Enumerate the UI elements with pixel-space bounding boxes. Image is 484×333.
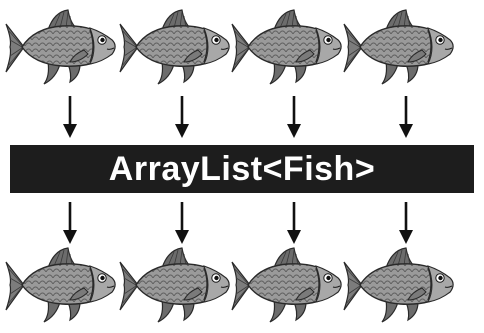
arrow-row-top: [0, 94, 484, 140]
arrow-down-icon: [396, 94, 416, 140]
fish-row-bottom: [0, 238, 484, 333]
fish-icon: [4, 4, 122, 90]
fish-icon: [118, 4, 236, 90]
fish-icon: [230, 4, 348, 90]
arrow-down-icon: [60, 94, 80, 140]
fish-icon: [230, 242, 348, 328]
arrow-down-icon: [284, 94, 304, 140]
fish-icon: [342, 4, 460, 90]
arraylist-label: ArrayList<Fish>: [108, 149, 376, 188]
fish-row-top: [0, 0, 484, 95]
arraylist-banner: ArrayList<Fish>: [10, 145, 474, 193]
fish-icon: [342, 242, 460, 328]
arrow-down-icon: [172, 94, 192, 140]
fish-icon: [4, 242, 122, 328]
fish-icon: [118, 242, 236, 328]
